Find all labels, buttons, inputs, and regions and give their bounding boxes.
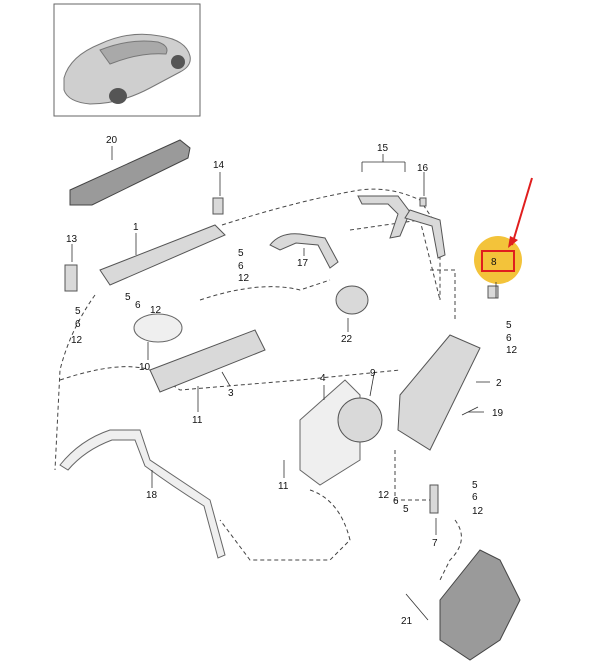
label-6c[interactable]: 6	[75, 319, 81, 330]
part-21-shape	[439, 549, 521, 661]
part-8-highlight	[474, 236, 522, 284]
label-5b[interactable]: 5	[125, 292, 131, 303]
label-5c[interactable]: 5	[75, 306, 81, 317]
label-1[interactable]: 1	[133, 222, 139, 233]
part-2-shape	[397, 334, 481, 451]
part-8-shape	[487, 285, 499, 299]
label-19[interactable]: 19	[492, 408, 504, 419]
label-12a[interactable]: 12	[238, 273, 250, 284]
label-6f[interactable]: 6	[472, 492, 478, 503]
label-22[interactable]: 22	[341, 334, 353, 345]
label-5e[interactable]: 5	[403, 504, 409, 515]
part-labels: 20 1 13 14 15 16 17 22 8 5 6 12 5 6 12 5…	[66, 135, 518, 627]
label-8[interactable]: 8	[491, 257, 497, 268]
part-19-shape	[461, 406, 479, 416]
label-3[interactable]: 3	[228, 388, 234, 399]
label-15[interactable]: 15	[377, 143, 389, 154]
part-22-shape	[335, 285, 369, 315]
part-1-shape	[99, 224, 226, 286]
part-20-shape	[69, 139, 191, 206]
label-7[interactable]: 7	[432, 538, 438, 549]
label-6e[interactable]: 6	[393, 496, 399, 507]
label-12f[interactable]: 12	[472, 506, 484, 517]
label-5d[interactable]: 5	[506, 320, 512, 331]
part-16-shape	[419, 197, 427, 207]
label-13[interactable]: 13	[66, 234, 78, 245]
label-17[interactable]: 17	[297, 258, 309, 269]
part-9-shape	[337, 397, 383, 443]
car-thumbnail	[53, 3, 201, 117]
part-14-shape	[212, 197, 224, 215]
label-9[interactable]: 9	[370, 368, 376, 379]
part-17-shape	[269, 233, 339, 269]
callout-leaders	[71, 146, 497, 621]
highlight-box	[481, 250, 515, 272]
part-15b-shape	[404, 209, 446, 259]
part-18-shape	[59, 429, 226, 559]
label-16[interactable]: 16	[417, 163, 429, 174]
label-11a[interactable]: 11	[192, 415, 203, 426]
label-21[interactable]: 21	[401, 616, 413, 627]
label-12d[interactable]: 12	[506, 345, 518, 356]
label-5a[interactable]: 5	[238, 248, 244, 259]
part-10-shape	[133, 313, 183, 343]
dashed-connection-lines	[54, 188, 462, 581]
part-7-shape	[429, 484, 439, 514]
label-6d[interactable]: 6	[506, 333, 512, 344]
car-thumbnail-icon	[63, 33, 191, 105]
part-3-shape	[149, 329, 266, 393]
label-14[interactable]: 14	[213, 160, 225, 171]
label-20[interactable]: 20	[106, 135, 118, 146]
label-2[interactable]: 2	[496, 378, 502, 389]
label-12c[interactable]: 12	[71, 335, 83, 346]
part-15-shape	[357, 195, 411, 239]
part-13-shape	[64, 264, 78, 292]
label-18[interactable]: 18	[146, 490, 158, 501]
red-pointer-arrow-icon	[508, 177, 533, 248]
label-5f[interactable]: 5	[472, 480, 478, 491]
label-6b[interactable]: 6	[135, 300, 141, 311]
label-11b[interactable]: 11	[278, 481, 289, 492]
label-4[interactable]: 4	[320, 373, 326, 384]
label-6a[interactable]: 6	[238, 261, 244, 272]
label-12b[interactable]: 12	[150, 305, 162, 316]
label-10[interactable]: 10	[139, 362, 151, 373]
label-12e[interactable]: 12	[378, 490, 390, 501]
